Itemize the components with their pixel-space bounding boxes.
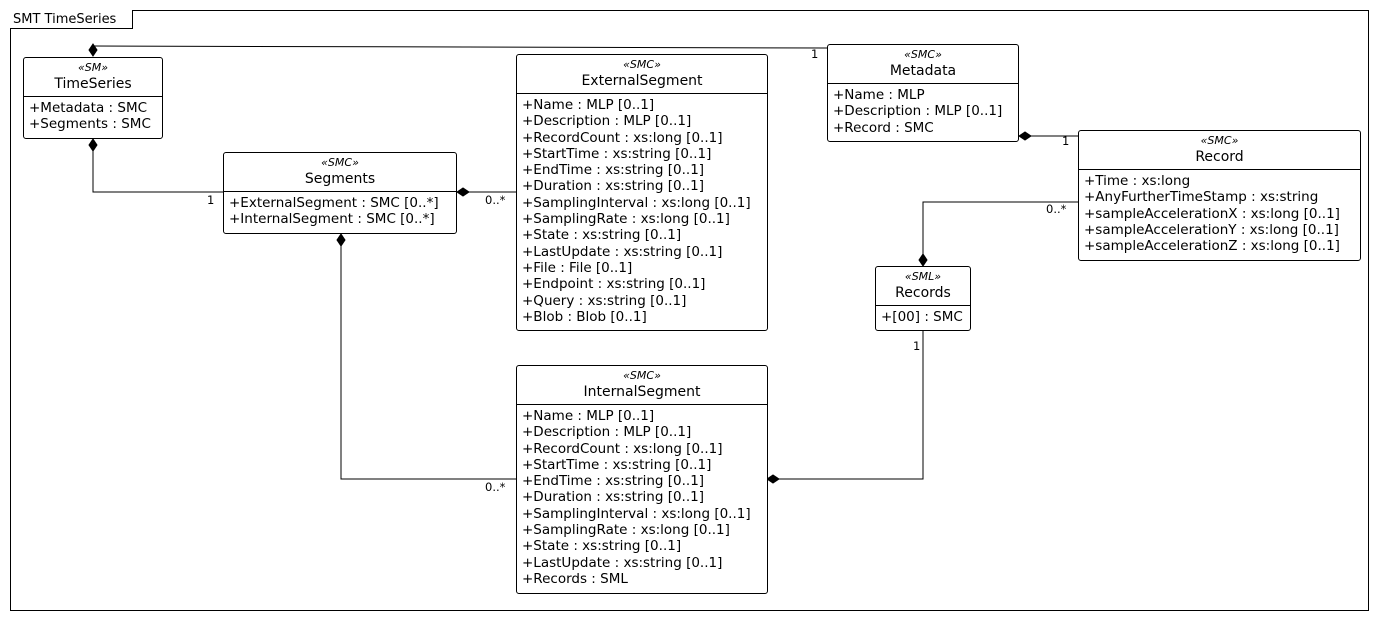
attribute: +StartTime : xs:string [0..1] — [522, 145, 712, 162]
attribute: +State : xs:string [0..1] — [522, 538, 682, 555]
class-records: «SML» Records +[00] : SMC — [875, 266, 971, 331]
attribute-list: +Name : MLP [0..1] +Description : MLP [0… — [517, 405, 767, 591]
class-record: «SMC» Record +Time : xs:long +AnyFurther… — [1078, 130, 1361, 261]
attribute: +sampleAccelerationX : xs:long [0..1] — [1084, 205, 1340, 222]
attribute: +File : File [0..1] — [522, 259, 633, 276]
attribute: +LastUpdate : xs:string [0..1] — [522, 554, 723, 571]
attribute-list: +Name : MLP +Description : MLP [0..1] +R… — [828, 84, 1018, 140]
attribute: +SamplingInterval : xs:long [0..1] — [522, 194, 751, 211]
edge-segments-internal — [340, 234, 516, 480]
class-external-segment: «SMC» ExternalSegment +Name : MLP [0..1]… — [516, 54, 768, 331]
attribute: +StartTime : xs:string [0..1] — [522, 456, 712, 473]
multiplicity-segments-external: 0..* — [485, 193, 506, 207]
stereotype-label: «SM» — [77, 61, 109, 74]
attribute: +ExternalSegment : SMC [0..*] — [229, 195, 439, 211]
class-header: «SMC» InternalSegment — [517, 366, 767, 405]
class-name: InternalSegment — [583, 384, 701, 400]
multiplicity-records-internal: 1 — [913, 339, 921, 353]
composition-diamond-records-record — [918, 253, 928, 267]
class-timeseries: «SM» TimeSeries +Metadata : SMC +Segment… — [23, 57, 163, 139]
package-frame-title: SMT TimeSeries — [10, 10, 134, 29]
edge-timeseries-segments — [92, 140, 223, 193]
attribute: +Query : xs:string [0..1] — [522, 292, 687, 309]
stereotype-label: «SMC» — [321, 156, 359, 169]
attribute: +Record : SMC — [833, 119, 934, 136]
edge-timeseries-metadata — [92, 45, 828, 49]
attribute: +sampleAccelerationZ : xs:long [0..1] — [1084, 238, 1340, 255]
class-name: ExternalSegment — [581, 73, 703, 89]
composition-diamond-segments-internal — [336, 233, 346, 247]
attribute: +LastUpdate : xs:string [0..1] — [522, 243, 723, 260]
multiplicity-segments-internal: 0..* — [485, 480, 506, 494]
attribute: +Endpoint : xs:string [0..1] — [522, 276, 706, 293]
attribute: +State : xs:string [0..1] — [522, 227, 682, 244]
composition-diamond-timeseries-metadata — [88, 43, 98, 57]
class-header: «SMC» ExternalSegment — [517, 55, 767, 94]
attribute: +EndTime : xs:string [0..1] — [522, 162, 705, 179]
class-header: «SML» Records — [876, 267, 970, 306]
class-name: Records — [895, 285, 951, 301]
class-internal-segment: «SMC» InternalSegment +Name : MLP [0..1]… — [516, 365, 768, 594]
attribute: +sampleAccelerationY : xs:long [0..1] — [1084, 221, 1339, 238]
attribute: +SamplingRate : xs:long [0..1] — [522, 522, 730, 539]
multiplicity-record-records: 0..* — [1046, 202, 1067, 216]
class-header: «SM» TimeSeries — [24, 58, 162, 97]
attribute: +SamplingInterval : xs:long [0..1] — [522, 505, 751, 522]
class-name: Metadata — [889, 63, 957, 79]
attribute: +Name : MLP — [833, 87, 925, 103]
composition-diamond-timeseries-segments — [88, 138, 98, 152]
edge-records-internal — [767, 330, 924, 480]
attribute: +AnyFurtherTimeStamp : xs:string — [1084, 189, 1319, 206]
attribute-list: +Name : MLP [0..1] +Description : MLP [0… — [517, 94, 767, 329]
composition-diamond-segments-external — [456, 187, 470, 197]
composition-diamond-internal-records — [766, 474, 780, 484]
attribute-list: +ExternalSegment : SMC [0..*] +InternalS… — [224, 192, 456, 232]
class-name: Record — [1195, 149, 1244, 165]
attribute: +Description : MLP [0..1] — [522, 113, 692, 130]
class-header: «SMC» Segments — [224, 153, 456, 192]
class-name: Segments — [304, 171, 376, 187]
attribute: +[00] : SMC — [881, 309, 963, 325]
package-frame — [10, 10, 1369, 611]
attribute-list: +Time : xs:long +AnyFurtherTimeStamp : x… — [1079, 170, 1360, 258]
multiplicity-timeseries-segments: 1 — [207, 193, 215, 207]
attribute: +Blob : Blob [0..1] — [522, 308, 647, 325]
composition-diamond-metadata-record — [1018, 131, 1032, 141]
stereotype-label: «SMC» — [623, 369, 661, 382]
attribute-list: +[00] : SMC — [876, 306, 970, 329]
attribute: +Duration : xs:string [0..1] — [522, 489, 704, 506]
class-metadata: «SMC» Metadata +Name : MLP +Description … — [827, 44, 1019, 142]
class-header: «SMC» Metadata — [828, 45, 1018, 84]
class-segments: «SMC» Segments +ExternalSegment : SMC [0… — [223, 152, 457, 234]
attribute: +Segments : SMC — [29, 116, 151, 133]
multiplicity-timeseries-metadata: 1 — [811, 47, 819, 61]
attribute: +Duration : xs:string [0..1] — [522, 178, 704, 195]
attribute: +Time : xs:long — [1084, 173, 1191, 189]
attribute: +InternalSegment : SMC [0..*] — [229, 211, 435, 228]
attribute: +Metadata : SMC — [29, 100, 148, 116]
attribute: +Description : MLP [0..1] — [522, 424, 692, 441]
attribute: +Records : SML — [522, 570, 628, 587]
attribute: +RecordCount : xs:long [0..1] — [522, 440, 723, 457]
attribute: +RecordCount : xs:long [0..1] — [522, 129, 723, 146]
edge-record-records — [922, 201, 1078, 266]
attribute: +SamplingRate : xs:long [0..1] — [522, 211, 730, 228]
class-header: «SMC» Record — [1079, 131, 1360, 170]
attribute: +Name : MLP [0..1] — [522, 408, 655, 424]
stereotype-label: «SMC» — [623, 58, 661, 71]
attribute-list: +Metadata : SMC +Segments : SMC — [24, 97, 162, 137]
attribute: +Name : MLP [0..1] — [522, 97, 655, 113]
class-name: TimeSeries — [54, 76, 132, 92]
attribute: +EndTime : xs:string [0..1] — [522, 473, 705, 490]
multiplicity-metadata-record: 1 — [1062, 134, 1070, 148]
stereotype-label: «SMC» — [904, 48, 942, 61]
stereotype-label: «SML» — [904, 270, 942, 283]
attribute: +Description : MLP [0..1] — [833, 103, 1003, 120]
stereotype-label: «SMC» — [1200, 134, 1239, 147]
